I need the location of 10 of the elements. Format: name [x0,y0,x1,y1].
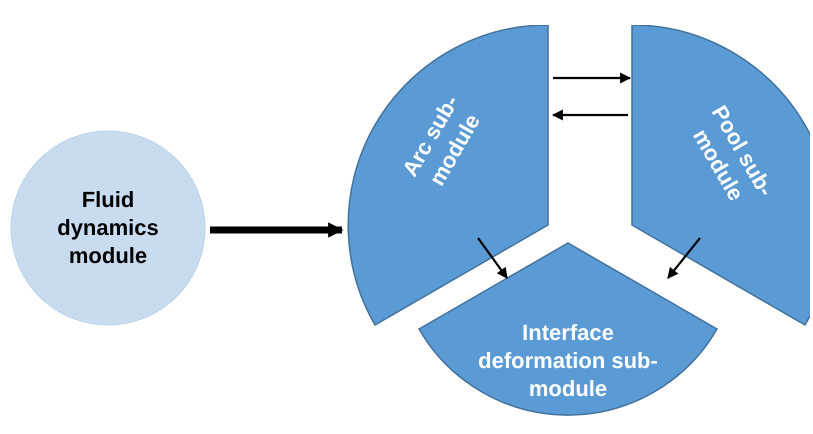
module-circle [10,130,206,326]
arrow [477,237,508,279]
sector-shape [630,25,810,327]
arrow [553,72,632,84]
sector-shape [418,241,718,417]
arrow [667,237,701,279]
node-label: Interface deformation sub-module [477,319,659,403]
arrow [210,222,344,238]
arrow [552,110,628,120]
node-label: Fluid dynamics module [56,186,160,270]
